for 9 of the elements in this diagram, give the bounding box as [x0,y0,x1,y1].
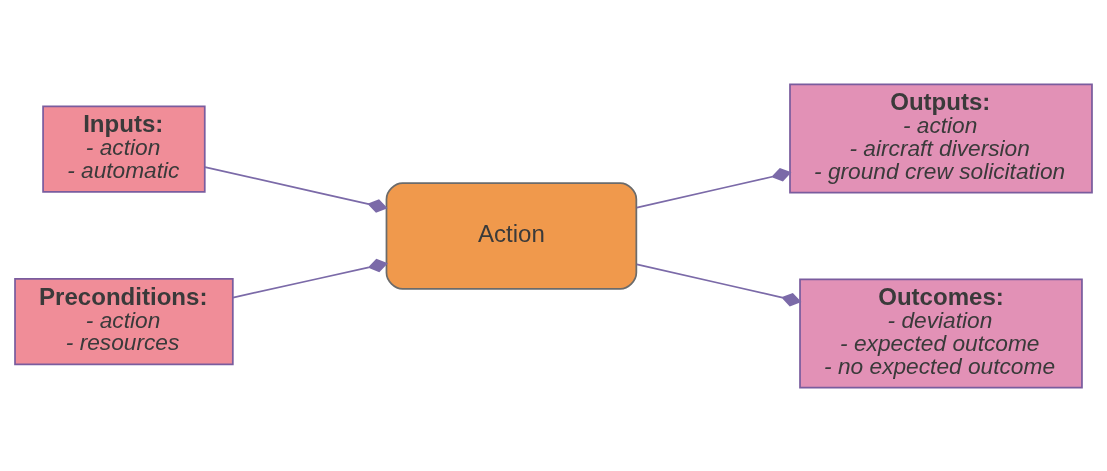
node-box: Outcomes: - deviation - expected outcome - no expected outcome [799,278,1083,389]
connector [635,167,792,209]
connector [635,262,802,306]
node-box: Inputs: - action - automatic [42,105,206,193]
node-box: Action [385,181,638,290]
node-box: Preconditions: - action - resources [14,277,234,365]
connector [204,165,388,213]
node-box: Outputs: - action - aircraft diversion - ground crew solicitation [789,82,1093,193]
connector [232,258,388,298]
